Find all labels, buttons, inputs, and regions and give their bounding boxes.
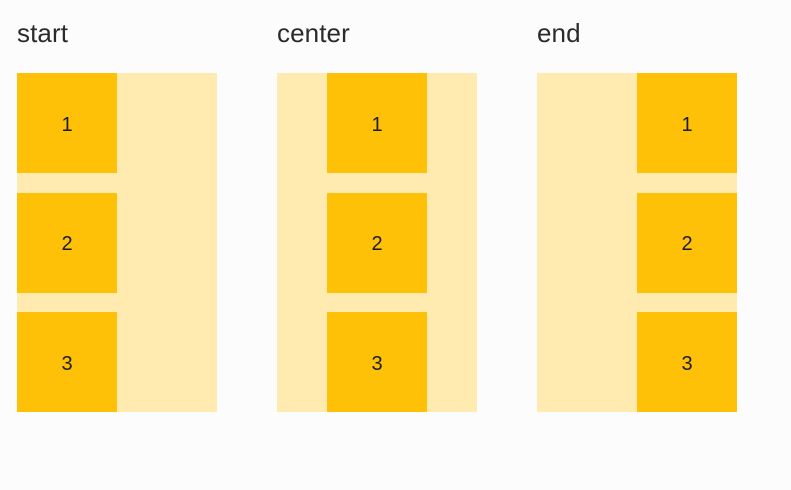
flex-item: 3 <box>637 312 737 412</box>
flex-item: 3 <box>327 312 427 412</box>
flex-item: 2 <box>327 192 427 293</box>
flex-item: 3 <box>17 312 117 412</box>
flex-item: 2 <box>637 192 737 293</box>
flex-item: 2 <box>17 192 117 293</box>
flex-container-end: 1 2 3 <box>537 73 737 412</box>
flex-item: 1 <box>637 73 737 173</box>
group-label-end: end <box>537 18 581 48</box>
flex-container-center: 1 2 3 <box>277 73 477 412</box>
flex-item: 1 <box>17 73 117 173</box>
flex-item: 1 <box>327 73 427 173</box>
group-label-center: center <box>277 18 350 48</box>
flex-container-start: 1 2 3 <box>17 73 217 412</box>
group-label-start: start <box>17 18 69 48</box>
